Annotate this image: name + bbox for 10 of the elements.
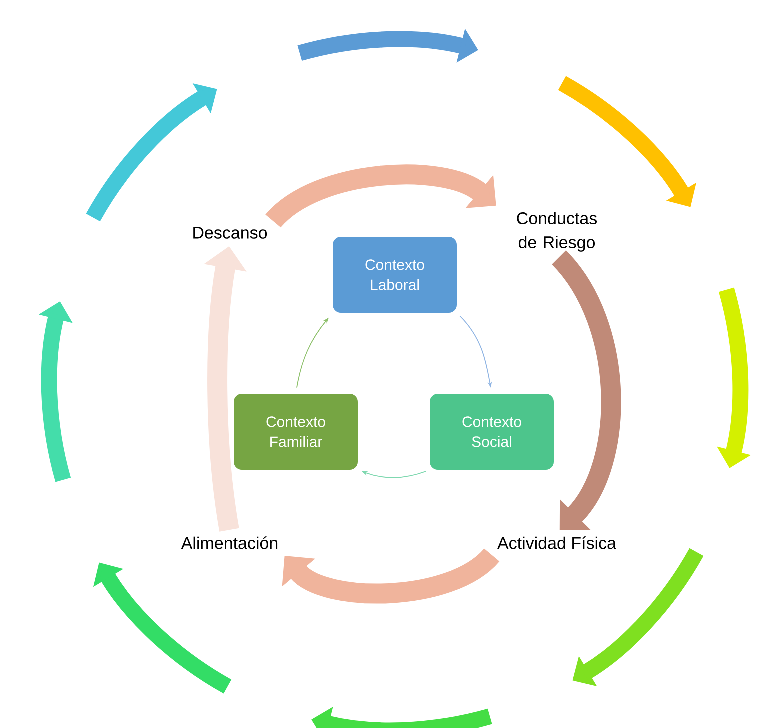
block-arrow <box>282 548 499 604</box>
stage-label: Actividad Física <box>498 536 616 550</box>
block-arrow <box>266 164 496 228</box>
stage-label: Alimentación <box>181 536 278 550</box>
context-box: Contexto Familiar <box>234 394 358 470</box>
block-arrow <box>551 251 622 530</box>
stage-label: Descanso <box>194 227 268 239</box>
stage-label: Conductas de Riesgo <box>517 212 597 252</box>
context-box: Contexto Laboral <box>333 237 457 313</box>
context-box: Contexto Social <box>430 394 554 470</box>
